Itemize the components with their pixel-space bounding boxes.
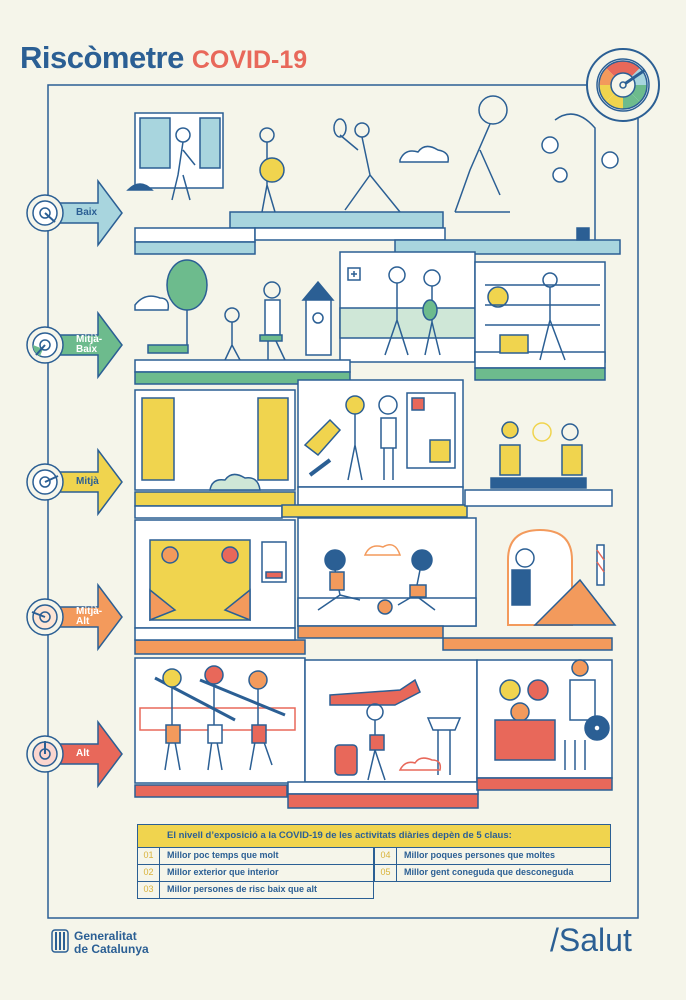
level-arrow-baix [26,178,123,248]
key-factors-heading: El nivell d’exposició a la COVID-19 de l… [137,824,611,848]
level-arrow-mitja-baix [26,310,123,380]
salut-logo: /Salut [550,922,632,958]
scene-mitja-alt [134,517,617,655]
scene-mitja [134,379,613,519]
scene-baix [126,95,621,255]
frame [47,84,639,919]
level-label-alt: Alt [76,748,90,759]
level-arrow-mitja-alt [26,582,123,652]
scene-alt [134,657,613,809]
level-label-mitja-baix: Mitjà-Baix [76,334,103,355]
generalitat-emblem-icon [51,929,69,953]
level-label-mitja: Mitjà [76,476,99,487]
key-factors-table: El nivell d’exposició a la COVID-19 de l… [137,824,611,899]
level-label-mitja-alt: Mitjà-Alt [76,606,103,627]
level-arrow-mitja [26,447,123,517]
level-label-baix: Baix [76,207,98,218]
level-arrow-alt [26,719,123,789]
riscometre-gauge-icon [586,48,660,122]
scene-mitja-baix [134,251,606,385]
